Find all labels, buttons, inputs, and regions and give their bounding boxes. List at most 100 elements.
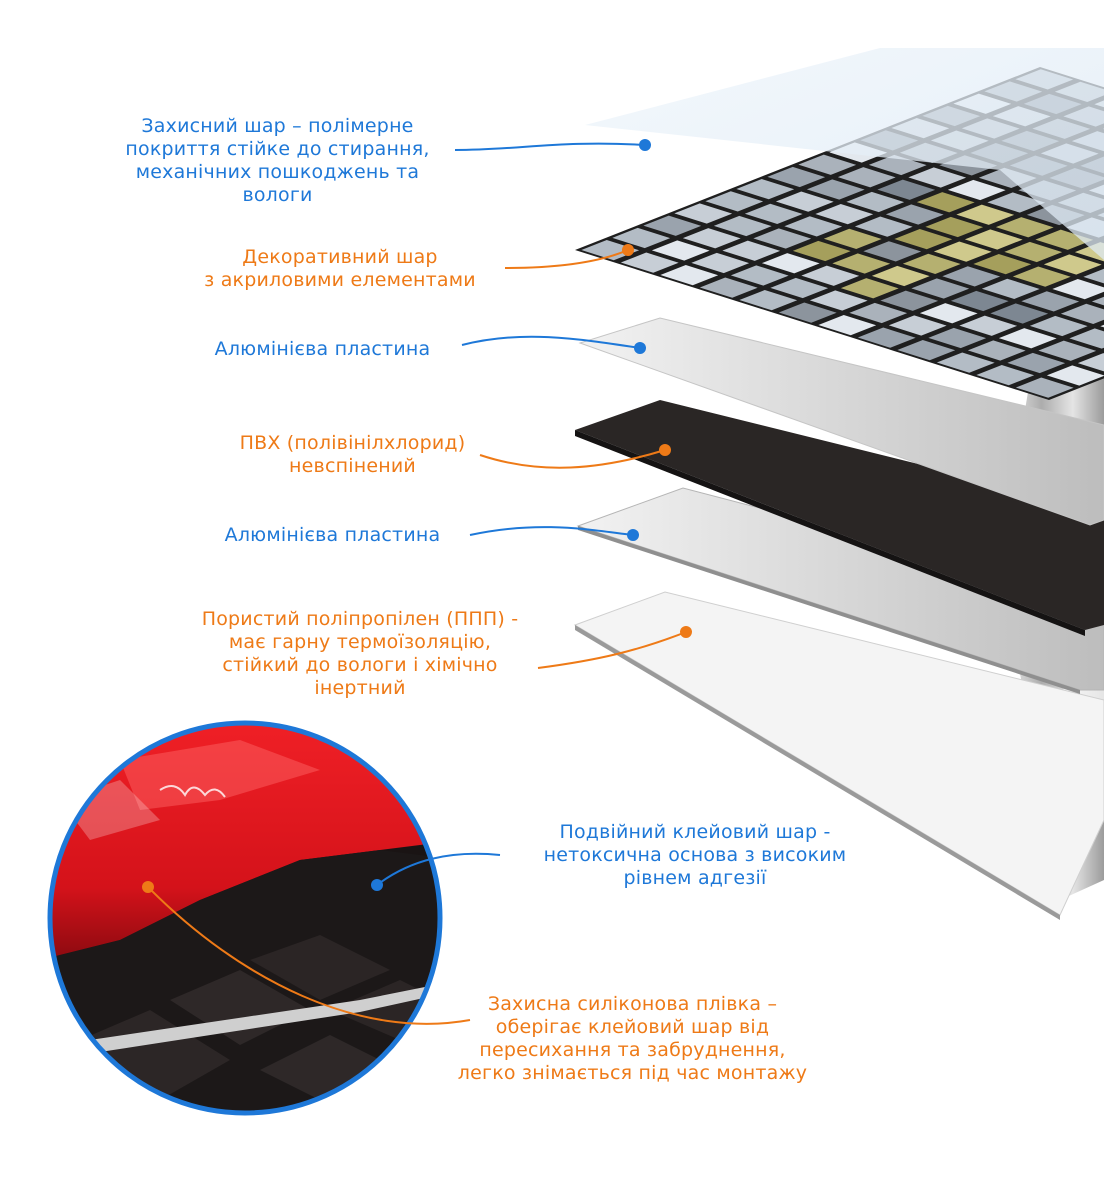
mosaic-tile — [908, 167, 967, 188]
mosaic-tile — [1035, 229, 1094, 250]
mosaic-tile — [880, 290, 939, 311]
label-pvc: ПВХ (полівінілхлорид) невспінений — [225, 432, 480, 478]
mosaic-tile — [1015, 377, 1074, 398]
label-line: пересихання та забруднення, — [479, 1039, 786, 1061]
mosaic-tile — [736, 179, 795, 200]
mosaic-tile — [976, 365, 1035, 386]
mosaic-tile — [902, 253, 961, 274]
mosaic-tile — [868, 154, 927, 176]
label-line: покриття стійке до стирання, — [125, 138, 430, 160]
mosaic-tile — [1004, 241, 1063, 263]
mosaic-tile — [846, 191, 905, 213]
mosaic-tile — [815, 204, 874, 225]
label-protective: Захисний шар – полімерне покриття стійке… — [95, 115, 460, 207]
mosaic-tile — [990, 303, 1049, 324]
mosaic-tile — [1052, 279, 1104, 300]
mosaic-tile — [1038, 340, 1097, 361]
mosaic-tile — [987, 192, 1046, 213]
mosaic-tile — [784, 216, 843, 237]
label-polypropylene: Пористий поліпропілен (ППП) - має гарну … — [165, 608, 555, 700]
label-silicone-film: Захисна силіконова плівка – оберігає кле… — [410, 993, 855, 1085]
label-line: ПВХ (полівінілхлорид) — [239, 432, 466, 454]
dot-adhesive — [371, 879, 383, 891]
connector-lines — [147, 142, 687, 1025]
mosaic-tile — [713, 215, 772, 237]
mosaic-tile — [823, 228, 882, 249]
layer-protective-film — [585, 48, 1104, 260]
mosaic-tile — [809, 290, 868, 311]
mosaic-tile — [840, 278, 899, 299]
mosaic-tile — [761, 253, 820, 274]
mosaic-tile — [1069, 328, 1104, 349]
mosaic-tile — [660, 265, 719, 286]
label-adhesive: Подвійний клейовий шар - нетоксична осно… — [500, 821, 890, 890]
label-line: механічних пошкоджень та — [135, 161, 420, 183]
dot-protective — [639, 139, 651, 151]
label-line: стійкий до вологи і хімічно — [222, 654, 498, 676]
layer-polypropylene-edge — [575, 625, 1060, 920]
mosaic-tile — [1060, 303, 1104, 324]
label-aluminium-top: Алюмінієва пластина — [180, 338, 465, 361]
dot-decorative — [622, 244, 634, 256]
mosaic-tile — [699, 277, 758, 298]
mosaic-tile — [705, 191, 764, 212]
mosaic-tile — [1083, 268, 1104, 284]
label-line: Захисна силіконова плівка – — [487, 993, 778, 1015]
mosaic-tile — [995, 217, 1054, 238]
mosaic-tile — [770, 277, 829, 299]
mosaic-tile — [925, 216, 984, 238]
label-line: Пористий поліпропілен (ППП) - — [201, 608, 519, 630]
label-line: Захисний шар – полімерне — [141, 115, 414, 137]
mosaic-tile — [722, 240, 781, 261]
mosaic-tile — [1100, 324, 1104, 328]
mosaic-tile — [911, 278, 970, 299]
label-line: Алюмінієва пластина — [214, 338, 431, 360]
mosaic-tile — [832, 253, 891, 274]
mosaic-tile — [998, 328, 1057, 349]
dot-silicone — [142, 881, 154, 893]
mosaic-tile — [919, 303, 978, 324]
layer-aluminium-top — [578, 317, 1104, 526]
label-line: Декоративний шар — [242, 246, 438, 268]
mosaic-tile — [775, 191, 834, 212]
mosaic-tile — [792, 240, 851, 262]
mosaic-tile — [581, 240, 640, 261]
mosaic-tile — [643, 215, 702, 236]
connector-pvc — [479, 449, 666, 469]
red-silicone-film — [52, 725, 438, 960]
mosaic-tile — [959, 315, 1018, 336]
mosaic-tile — [857, 327, 916, 348]
mosaic-tile — [854, 216, 913, 237]
mosaic-tile — [947, 179, 1006, 201]
mosaic-tile — [1077, 353, 1104, 372]
mosaic-tile — [730, 265, 789, 286]
mosaic-tile — [818, 315, 877, 336]
mosaic-tile — [1012, 266, 1071, 287]
connector-decorative — [504, 249, 629, 269]
mosaic-tile — [967, 340, 1026, 361]
mosaic-tile — [620, 252, 679, 273]
mosaic-tile — [964, 229, 1023, 250]
label-line: вологи — [242, 184, 313, 206]
mosaic-tile — [1046, 365, 1104, 386]
mosaic-tile — [894, 229, 953, 250]
mosaic-tile — [1091, 296, 1104, 306]
mosaic-tile — [863, 241, 922, 262]
mosaic-tile — [1021, 291, 1080, 312]
mosaic-tile — [1007, 352, 1066, 374]
mosaic-tile — [651, 240, 710, 261]
label-line: Подвійний клейовий шар - — [559, 821, 831, 843]
connector-aluminium-bottom — [469, 526, 634, 536]
mosaic-tile — [798, 154, 857, 175]
layer-pvc-edge — [575, 430, 1085, 636]
mosaic-tile — [973, 254, 1032, 275]
dot-aluminium-top — [634, 342, 646, 354]
mosaic-tile — [753, 228, 812, 249]
mosaic-tile — [956, 204, 1015, 225]
connector-aluminium-top — [461, 335, 641, 349]
mosaic-tile — [767, 166, 826, 188]
label-line: має гарну термоїзоляцію, — [228, 631, 492, 653]
mosaic-tile — [871, 265, 930, 287]
label-line: Алюмінієва пластина — [224, 524, 441, 546]
